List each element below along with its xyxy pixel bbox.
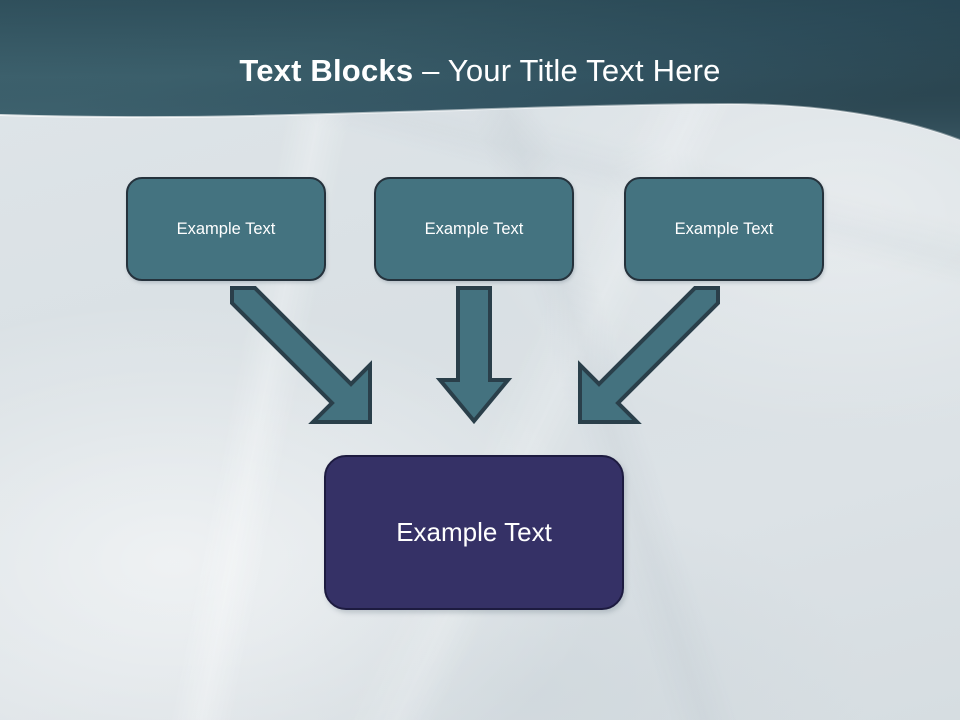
page-title-bold: Text Blocks <box>239 53 414 88</box>
page-title-separator: – <box>413 53 448 88</box>
header-band <box>0 0 960 150</box>
text-block-top-3[interactable]: Example Text <box>624 177 824 281</box>
header-shade-overlay <box>0 0 960 140</box>
text-block-top-1[interactable]: Example Text <box>126 177 326 281</box>
arrow-middle-vertical-icon <box>435 286 513 425</box>
text-block-bottom[interactable]: Example Text <box>324 455 624 610</box>
text-block-bottom-label: Example Text <box>396 517 552 547</box>
arrow-left-diagonal-icon <box>230 286 372 424</box>
text-block-top-2[interactable]: Example Text <box>374 177 574 281</box>
header-wave-highlight <box>0 102 960 141</box>
arrow-right-diagonal-icon <box>578 286 720 424</box>
text-block-top-1-label: Example Text <box>176 219 276 238</box>
text-block-top-2-label: Example Text <box>424 219 524 238</box>
page-title: Text Blocks – Your Title Text Here <box>0 52 960 90</box>
text-block-top-3-label: Example Text <box>674 219 774 238</box>
page-title-light: Your Title Text Here <box>447 53 721 88</box>
